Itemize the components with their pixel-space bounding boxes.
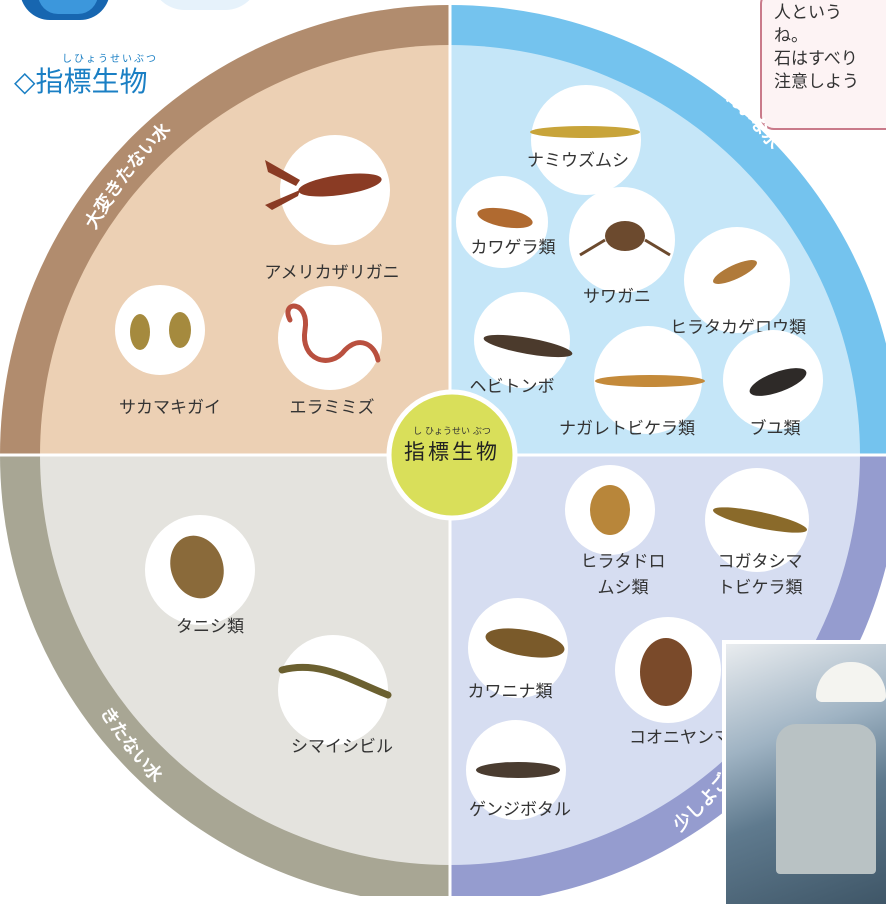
organism-semisulcospira: カワニナ類 [468,598,568,702]
caddisfly-icon [595,375,705,387]
bubble-line: ね。 [774,26,808,46]
photo-circle [531,85,641,195]
center-label: 指標生物 [404,440,500,464]
river-snail-icon [170,535,224,599]
vest-shape [776,724,876,874]
organism-label: ナミウズムシ [527,151,629,171]
organism-crab: サワガニ [569,187,675,307]
organism-netspinner: コガタシマ トビケラ類 [705,468,809,598]
bubble-line: 石はすべり [774,49,858,69]
organism-label: アメリカザリガニ [264,263,399,283]
hat-shape [816,662,886,702]
photo-circle [684,227,790,333]
organism-dragonfly: コオニヤンマ [615,617,731,748]
speech-bubble: 人という ね。 石はすべり 注意しよう [760,0,886,130]
organism-label: サカマキガイ [119,398,221,418]
photo-circle [278,635,388,745]
organism-label: コガタシマ [718,552,803,572]
snail-icon [130,312,191,350]
organism-label: シマイシビル [291,737,393,757]
worm-icon [285,303,381,363]
water-penny-icon [590,485,630,535]
center-ruby: し ひょうせい ぶつ [413,426,491,437]
center-circle [386,389,518,521]
freshwater-snail-icon [485,628,565,658]
organism-label: エラミミズ [290,398,375,418]
logo-inner-icon [38,0,98,14]
flatworm-icon [530,126,640,138]
organism-label: カワニナ類 [468,682,553,702]
photo-circle [278,286,382,390]
dragonfly-nymph-icon [640,638,692,706]
organism-tubifex: エラミミズ [278,286,382,418]
organism-label: タニシ類 [176,617,244,637]
organism-water-penny: ヒラタドロ ムシ類 [565,465,666,598]
stonefly-icon [477,207,533,229]
organism-river-snail: タニシ類 [145,515,255,637]
organism-label: トビケラ類 [718,578,803,598]
crayfish-icon [265,160,382,210]
leech-icon [278,663,392,699]
organism-label: コオニヤンマ [629,728,731,748]
organism-blackfly: ブユ類 [723,330,823,439]
organism-snail: サカマキガイ [115,285,221,418]
firefly-larva-icon [476,762,560,778]
photo-circle [115,285,205,375]
organism-label: ヘビトンボ [470,377,555,397]
organism-dobsonfly: ヘビトンボ [470,292,573,397]
title-ruby: しひょうせいぶつ [62,54,158,65]
organism-label: カワゲラ類 [471,238,556,258]
netspinner-caddisfly-icon [713,507,807,533]
mayfly-icon [713,260,757,284]
organism-firefly: ゲンジボタル [466,720,571,820]
area-dirty [40,455,450,865]
center-badge: し ひょうせい ぶつ 指標生物 [386,389,518,521]
field-photo [722,640,886,904]
organism-label: サワガニ [583,287,651,307]
organism-label: ムシ類 [598,578,649,598]
organism-planarian: ナミウズムシ [527,85,641,195]
decorative-cloud [150,0,260,10]
organism-rhyacophila: ナガレトビケラ類 [559,326,705,439]
area-very-dirty [40,45,450,455]
bubble-line: 人という [774,3,842,23]
organism-label: ゲンジボタル [469,800,571,820]
organism-stonefly: カワゲラ類 [456,176,556,268]
page-title: ◇指標生物 [14,65,148,98]
organism-label: ブユ類 [750,418,801,439]
organism-crayfish: アメリカザリガニ [264,135,400,283]
blackfly-larva-icon [749,368,807,396]
crab-icon [579,221,671,257]
organism-label: ナガレトビケラ類 [559,419,695,439]
organism-label: ヒラタドロ [581,552,666,572]
dobsonfly-icon [483,334,573,358]
bubble-line: 注意しよう [774,72,859,92]
organism-leech: シマイシビル [278,635,393,757]
